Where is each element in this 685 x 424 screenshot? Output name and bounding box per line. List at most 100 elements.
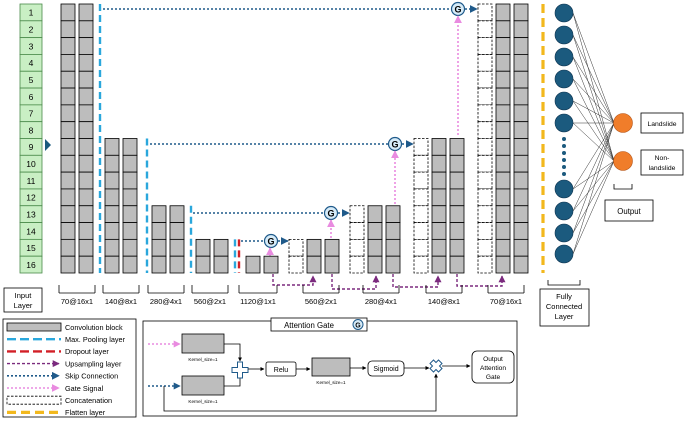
- conv-block: [78, 154, 94, 173]
- conv-block: [495, 70, 511, 89]
- conv-block: [495, 222, 511, 240]
- legend-label: Flatten layer: [65, 408, 106, 417]
- conv-block: [513, 104, 529, 123]
- conv-block: [104, 171, 120, 190]
- dimension-label: 1120@1x1: [240, 297, 276, 306]
- conv-block: [104, 222, 120, 240]
- conv-block: [449, 138, 465, 156]
- concat-block: [477, 104, 493, 123]
- conv-block: [513, 121, 529, 139]
- neuron-ellipsis: [562, 137, 566, 141]
- legend-label: Skip Connection: [65, 372, 118, 381]
- ag-bottom-conv-label: Kernel_size=1: [188, 399, 218, 404]
- conv-block: [213, 238, 229, 257]
- input-cell-label: 4: [29, 58, 34, 68]
- fc-bracket: [547, 280, 581, 286]
- conv-block: [431, 205, 447, 223]
- fc-connection: [572, 56, 615, 124]
- conv-block: [431, 222, 447, 240]
- conv-block: [431, 238, 447, 257]
- output-bracket: [613, 184, 633, 190]
- conv-block: [367, 238, 383, 257]
- dimension-label: 280@4x1: [150, 297, 182, 306]
- concat-block: [349, 205, 365, 223]
- sigmoid-label: Sigmoid: [373, 366, 398, 373]
- ag-output-line3: Gate: [486, 374, 501, 381]
- conv-block: [78, 70, 94, 89]
- ag-output-line1: Output: [483, 356, 503, 363]
- fc-connection: [572, 122, 615, 255]
- output-label: Output: [617, 207, 641, 216]
- legend-label: Concatenation: [65, 396, 112, 405]
- conv-block: [60, 87, 76, 106]
- conv-block: [449, 171, 465, 190]
- conv-block: [78, 3, 94, 22]
- fc-connection: [572, 160, 615, 212]
- conv-block: [513, 154, 529, 173]
- conv-block: [495, 238, 511, 257]
- input-cell: [19, 255, 43, 274]
- conv-block: [513, 205, 529, 223]
- concat-block: [477, 121, 493, 139]
- sigmoid-box: [367, 360, 405, 377]
- concat-block: [477, 20, 493, 39]
- attention-gate-glyph: G: [327, 208, 334, 218]
- conv-block: [245, 255, 261, 274]
- fc-connection: [572, 160, 615, 234]
- conv-block: [513, 255, 529, 274]
- fc-connection: [572, 12, 615, 162]
- fc-connection: [572, 34, 615, 124]
- input-arrow-icon: [45, 139, 51, 151]
- conv-block: [195, 255, 211, 274]
- fc-label-box: [539, 288, 590, 327]
- upsampling-path: [272, 274, 317, 286]
- conv-block: [151, 205, 167, 223]
- conv-block: [431, 255, 447, 274]
- conv-block: [122, 238, 138, 257]
- conv-block: [195, 238, 211, 257]
- non-landslide-label-line2: landslide: [649, 165, 676, 172]
- input-cell-label: 7: [29, 109, 34, 119]
- output-neuron: [613, 151, 633, 171]
- conv-block: [122, 222, 138, 240]
- fc-connection: [572, 122, 615, 234]
- concat-block: [477, 222, 493, 240]
- input-label-box: [3, 287, 43, 313]
- input-cell-label: 13: [26, 209, 36, 219]
- fc-connection: [572, 160, 615, 255]
- conv-block: [367, 205, 383, 223]
- fc-connection: [572, 122, 615, 162]
- input-label-line1: Input: [15, 291, 33, 300]
- concat-block: [413, 205, 429, 223]
- conv-block: [60, 121, 76, 139]
- conv-block: [495, 104, 511, 123]
- concat-block: [477, 255, 493, 274]
- conv-block: [122, 154, 138, 173]
- attention-gate-title: Attention Gate: [284, 321, 334, 330]
- conv-block: [60, 255, 76, 274]
- attention-gate-glyph: G: [391, 139, 398, 149]
- landslide-box: [640, 112, 684, 134]
- fc-connection: [572, 56, 615, 162]
- legend-conv-swatch: [6, 322, 62, 332]
- conv-block: [495, 205, 511, 223]
- concat-block: [477, 154, 493, 173]
- ag-output-line2: Attention: [480, 365, 506, 372]
- conv-block: [78, 205, 94, 223]
- attention-gate-title-icon: [352, 319, 364, 330]
- conv-block: [104, 154, 120, 173]
- fc-label-line1: Fully: [556, 292, 572, 301]
- legend-concat-swatch: [6, 395, 62, 405]
- conv-block: [122, 255, 138, 274]
- conv-block: [263, 255, 279, 274]
- input-cell-label: 6: [29, 92, 34, 102]
- dimension-label: 70@16x1: [490, 297, 522, 306]
- output-box: [604, 199, 654, 222]
- conv-block: [385, 238, 401, 257]
- conv-block: [104, 188, 120, 207]
- input-cell-label: 2: [29, 25, 34, 35]
